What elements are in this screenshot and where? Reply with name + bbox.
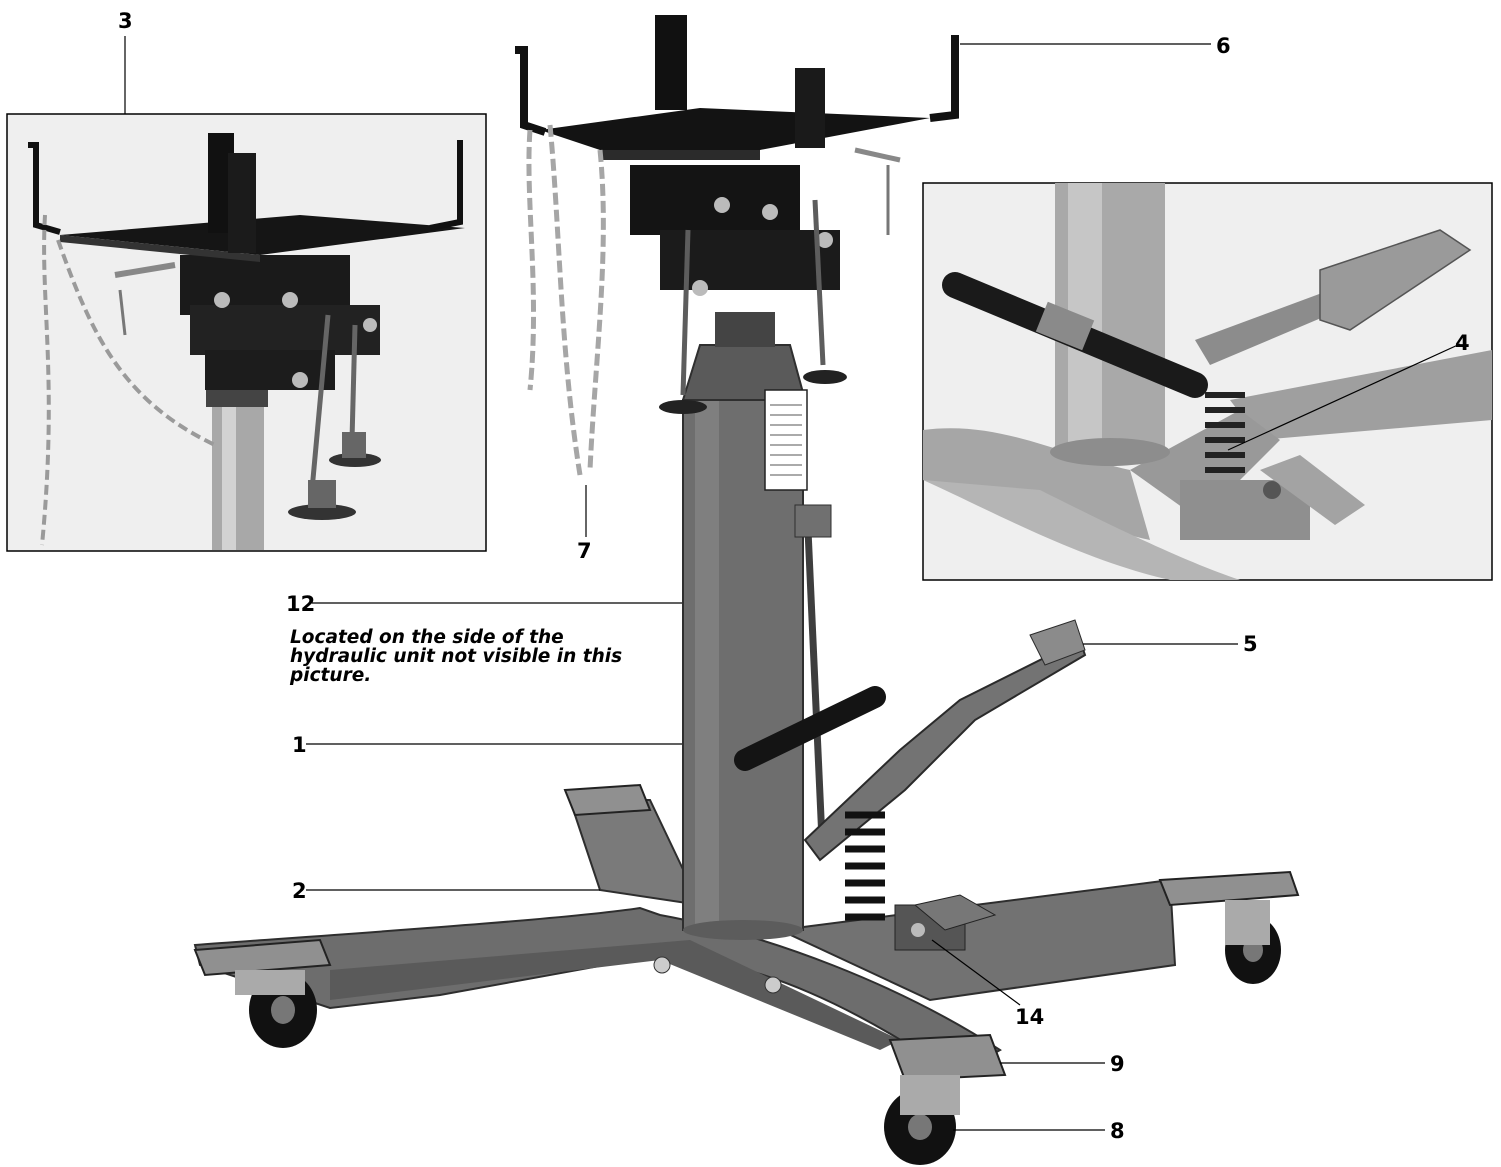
callout-7: 7 — [577, 539, 592, 563]
callout-9: 9 — [1110, 1052, 1125, 1076]
callout-1: 1 — [292, 733, 307, 757]
callout-6: 6 — [1216, 34, 1231, 58]
note-line-1: Located on the side of the — [290, 627, 564, 648]
callout-5: 5 — [1243, 632, 1258, 656]
callout-12-note: Located on the side of the hydraulic uni… — [290, 628, 670, 685]
main-jack — [193, 15, 1300, 1165]
inset-saddle-closeup — [6, 113, 487, 552]
inset-pedal-closeup — [922, 182, 1493, 581]
callout-2: 2 — [292, 879, 307, 903]
leader-line-14 — [931, 939, 1021, 1006]
callout-14: 14 — [1015, 1005, 1045, 1029]
leader-lines — [306, 43, 1238, 1131]
note-line-3: picture. — [290, 665, 372, 686]
callout-8: 8 — [1110, 1119, 1125, 1143]
callout-4: 4 — [1455, 331, 1470, 355]
callout-3: 3 — [118, 9, 133, 33]
leader-line-4 — [1227, 343, 1461, 451]
callout-12: 12 — [286, 592, 316, 616]
note-line-2: hydraulic unit not visible in this — [290, 646, 623, 667]
